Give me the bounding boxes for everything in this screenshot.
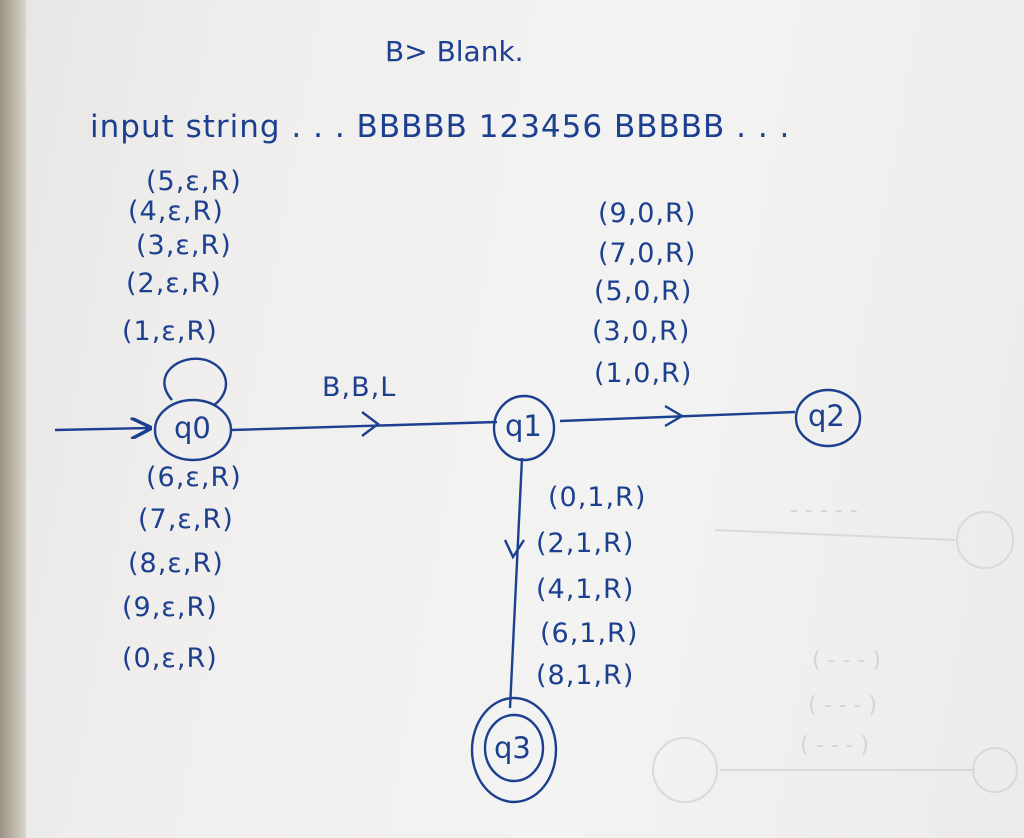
state-q3-inner-circle bbox=[483, 713, 545, 783]
bleed-through-text: ( ‑ ‑ ‑ ) bbox=[812, 648, 881, 673]
self-loop-label: (1,ε,R) bbox=[122, 316, 218, 347]
self-loop-label: (6,ε,R) bbox=[146, 462, 242, 493]
edge-q0-q1 bbox=[231, 420, 498, 432]
state-q1-label: q1 bbox=[505, 409, 542, 443]
state-q0-label: q0 bbox=[174, 411, 211, 445]
edge-q1-q2-label: (9,0,R) bbox=[598, 198, 697, 229]
self-loop-label: (7,ε,R) bbox=[138, 504, 234, 535]
state-q0-circle bbox=[153, 398, 233, 462]
bleed-through-text: ( ‑ ‑ ‑ ) bbox=[808, 693, 877, 718]
self-loop-label: (4,ε,R) bbox=[128, 196, 224, 227]
state-q2-circle bbox=[794, 388, 862, 448]
bleed-through-shapes bbox=[652, 511, 1018, 803]
edge-q1-q3-label: (4,1,R) bbox=[536, 574, 635, 605]
arrow-q0-q1 bbox=[361, 411, 380, 437]
self-loop-label: (0,ε,R) bbox=[122, 643, 218, 674]
state-q3-outer-circle bbox=[470, 696, 558, 804]
self-loop-label: (8,ε,R) bbox=[128, 548, 224, 579]
state-q3-label: q3 bbox=[494, 731, 531, 765]
arrow-q1-q3 bbox=[503, 539, 526, 560]
input-string: input string . . . BBBBB 123456 BBBBB . … bbox=[90, 109, 791, 145]
edge-q1-q2-label: (5,0,R) bbox=[594, 276, 693, 307]
state-q2-label: q2 bbox=[808, 399, 845, 433]
edge-q1-q2-label: (1,0,R) bbox=[594, 358, 693, 389]
q0-self-loop bbox=[163, 357, 228, 406]
blank-legend: B> Blank. bbox=[385, 35, 524, 68]
edge-q0-q1-label: B,B,L bbox=[322, 372, 397, 403]
edge-q1-q3-label: (6,1,R) bbox=[540, 618, 639, 649]
self-loop-label: (5,ε,R) bbox=[146, 166, 242, 197]
state-q1-circle bbox=[492, 394, 556, 462]
edge-q1-q2-label: (3,0,R) bbox=[592, 316, 691, 347]
edge-q1-q2 bbox=[559, 410, 796, 423]
notebook-binding bbox=[0, 0, 26, 838]
edge-q1-q3-label: (8,1,R) bbox=[536, 660, 635, 691]
self-loop-label: (2,ε,R) bbox=[126, 268, 222, 299]
edge-q1-q3-label: (0,1,R) bbox=[548, 482, 647, 513]
bleed-through-text: ( ‑ ‑ ‑ ) bbox=[800, 733, 869, 758]
arrow-q1-q2 bbox=[664, 404, 685, 428]
bleed-through-text: ‑ ‑ ‑ ‑ ‑ bbox=[790, 498, 858, 523]
edge-q1-q3 bbox=[508, 457, 524, 709]
start-arrow bbox=[54, 428, 150, 430]
self-loop-label: (3,ε,R) bbox=[136, 230, 232, 261]
self-loop-label: (9,ε,R) bbox=[122, 592, 218, 623]
edge-q1-q3-label: (2,1,R) bbox=[536, 528, 635, 559]
edge-q1-q2-label: (7,0,R) bbox=[598, 238, 697, 269]
